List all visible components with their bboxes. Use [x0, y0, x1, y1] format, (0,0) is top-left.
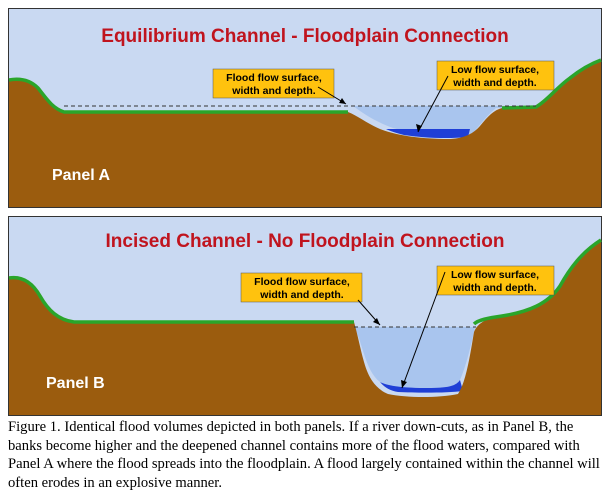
- panel-a-earth: [9, 60, 601, 207]
- panel-a-flood-label-box: [212, 68, 335, 99]
- panel-b-flood-label-line2: width and depth.: [259, 289, 343, 301]
- panel-b-low-label-line1: Low flow surface,: [451, 269, 539, 281]
- panel-b-flood-label-box: [240, 272, 363, 303]
- panel-a-low-water: [386, 129, 470, 139]
- panel-b-right-bank-grass: [472, 238, 602, 326]
- panel-b-label: Panel B: [46, 375, 105, 392]
- panel-a-low-arrow: [417, 75, 449, 133]
- panel-b-low-label-box: [436, 265, 555, 296]
- panel-a-title: Equilibrium Channel - Floodplain Connect…: [101, 26, 508, 47]
- panel-b-flood-water: [354, 327, 475, 388]
- panel-a-flood-label-line2: width and depth.: [231, 85, 315, 97]
- panel-a-low-label-box: [436, 60, 555, 91]
- panel-a-flood-arrowhead: [339, 98, 346, 104]
- panel-b-earth: [9, 240, 601, 415]
- panel-a-label: Panel A: [52, 167, 111, 184]
- panel-b-low-arrowhead: [401, 380, 407, 388]
- panel-a-flood-water: [353, 106, 535, 136]
- panel-b-left-bank-grass: [8, 275, 354, 324]
- figure-caption: Figure 1. Identical flood volumes depict…: [8, 419, 600, 491]
- panel-b-title: Incised Channel - No Floodplain Connecti…: [106, 231, 505, 252]
- panel-a-flood-label-line1: Flood flow surface,: [226, 72, 322, 84]
- panel-a-low-label-line1: Low flow surface,: [451, 64, 539, 76]
- panel-b-low-arrow: [401, 271, 446, 389]
- panel-a-low-label-line2: width and depth.: [452, 77, 536, 89]
- panel-b-low-label-line2: width and depth.: [452, 282, 536, 294]
- panel-a-right-bank-grass: [501, 58, 602, 110]
- panel-a-diagram: Equilibrium Channel - Floodplain Connect…: [8, 8, 602, 208]
- panel-b-flood-label-line1: Flood flow surface,: [254, 276, 350, 288]
- panel-b-flood-arrowhead: [373, 318, 380, 325]
- panel-b: Incised Channel - No Floodplain Connecti…: [8, 216, 602, 416]
- panel-b-diagram: Incised Channel - No Floodplain Connecti…: [8, 216, 602, 416]
- panel-a-low-arrowhead: [416, 124, 422, 132]
- panel-b-low-water: [380, 380, 463, 393]
- panel-a: Equilibrium Channel - Floodplain Connect…: [8, 8, 602, 208]
- panel-a-left-bank-grass: [8, 77, 348, 114]
